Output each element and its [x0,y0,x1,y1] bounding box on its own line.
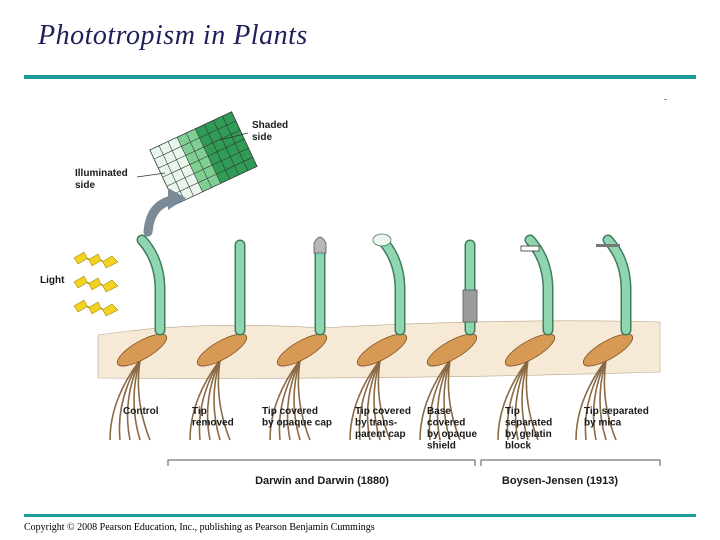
seedlings [109,233,634,441]
root [286,359,301,441]
root [213,359,221,441]
shaded-label-1: Shaded [252,120,288,131]
root [198,359,221,441]
root [109,359,141,441]
lightning-bolt-2 [73,275,119,293]
experiment-label: by trans- [355,418,397,429]
opaque-cap [313,236,327,254]
experiment-label: covered [427,418,465,429]
experiment-label: block [505,441,532,452]
seedling-1 [109,234,168,441]
experiment-label: Control [123,406,159,417]
root [575,359,607,441]
root [373,359,381,441]
stem [526,236,552,334]
seed [276,333,328,367]
illuminated-pointer [136,172,166,178]
root [447,359,461,441]
gelatin-block [520,245,540,252]
root [525,359,539,441]
seedling-7 [575,234,634,441]
seedling-2 [189,239,248,441]
group-label-boysen: Boysen-Jensen (1913) [502,475,618,487]
experiment-label: Tip separated [584,406,649,417]
root [377,359,391,441]
root [137,359,151,441]
experiment-label: shield [427,441,456,452]
experiment-label: by opaque [427,429,477,440]
lightning-bolts [73,251,119,317]
mica-sheet [596,244,620,247]
seed [196,333,248,367]
seed [504,333,556,367]
seedling-3 [269,236,328,441]
root [206,359,221,441]
experiment-label: Base [427,406,451,417]
experiment-label: parent cap [355,429,406,440]
seed [582,333,634,367]
root [506,359,529,441]
illuminated-label-2: side [75,180,95,191]
root [603,359,617,441]
opaque-shield [462,289,478,323]
experiment-label: Tip [192,406,207,417]
title-divider [24,75,696,79]
experiment-label: by opaque cap [262,418,332,429]
root [443,359,451,441]
bracket-darwin [167,459,476,466]
group-label-darwin: Darwin and Darwin (1880) [255,475,389,487]
copyright-text: Copyright © 2008 Pearson Education, Inc.… [24,522,375,533]
root [269,359,301,441]
experiment-label: separated [505,418,552,429]
root [278,359,301,441]
experiment-label: removed [192,418,234,429]
light-label: Light [40,275,65,286]
root [189,359,221,441]
lightning-bolt-3 [73,299,119,317]
root [349,359,381,441]
root [584,359,607,441]
root [293,359,301,441]
experiment-label: Tip [505,406,520,417]
root [592,359,607,441]
root [436,359,451,441]
experiment-label: Tip covered [355,406,411,417]
root [297,359,311,441]
root [126,359,141,441]
shaded-pointer [219,132,249,141]
lightning-bolt-1 [73,251,119,269]
root [133,359,141,441]
illuminated-label-1: Illuminated [75,168,128,179]
transparent-cap [372,233,392,247]
seedling-4 [349,233,408,441]
root [366,359,381,441]
experiment-label: Tip covered [262,406,318,417]
root [599,359,607,441]
seedling-6 [497,234,556,441]
root [419,359,451,441]
stem [138,236,164,334]
root [514,359,529,441]
seed [426,333,478,367]
slide-title: Phototropism in Plants [38,20,308,51]
root [118,359,141,441]
bracket-boysen [480,459,661,466]
root [217,359,231,441]
cell [243,156,258,171]
shaded-label-2: side [252,132,272,143]
experiment-label: by gelatin [505,429,552,440]
root [358,359,381,441]
seed [116,333,168,367]
curved-arrow-head [168,188,186,210]
experiment-label: by mica [584,418,622,429]
stray-dash: - [664,94,667,104]
seed [356,333,408,367]
footer-divider [24,514,696,517]
root [497,359,529,441]
root [521,359,529,441]
root [428,359,451,441]
seedling-5 [419,239,478,441]
cell-grid [149,111,258,206]
